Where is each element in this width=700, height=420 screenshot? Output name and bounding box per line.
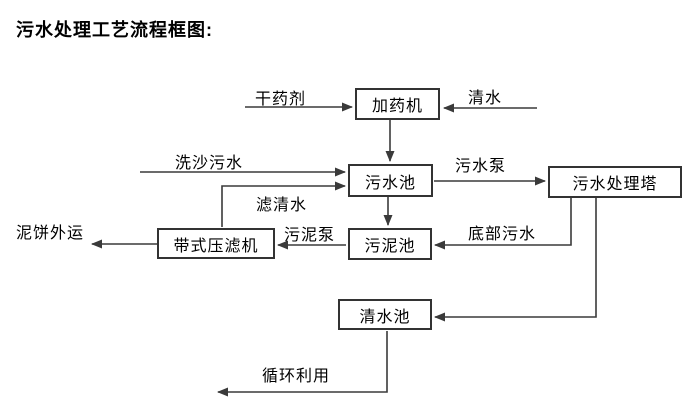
flow-label-sludge-pump: 污泥泵 bbox=[284, 227, 336, 244]
node-belt-filter-press: 带式压滤机 bbox=[157, 228, 275, 259]
node-treatment-tower: 污水处理塔 bbox=[548, 166, 682, 198]
connector-tower-to-clean-pool bbox=[434, 198, 597, 322]
flow-label-sand-wash-sewage: 洗沙污水 bbox=[175, 155, 244, 172]
page-title: 污水处理工艺流程框图: bbox=[16, 20, 213, 40]
node-sewage-pool: 污水池 bbox=[348, 164, 433, 197]
flow-label-sewage-pump: 污水泵 bbox=[455, 158, 507, 175]
flow-label-recycle: 循环利用 bbox=[262, 368, 331, 385]
node-dosing-machine: 加药机 bbox=[355, 88, 440, 120]
flow-label-bottom-sewage: 底部污水 bbox=[468, 226, 537, 243]
flow-label-clean-water: 清水 bbox=[468, 90, 503, 107]
node-sludge-pool: 污泥池 bbox=[348, 228, 432, 260]
flow-label-dry-chemical: 干药剂 bbox=[255, 91, 307, 108]
node-clean-water-pool: 清水池 bbox=[338, 299, 432, 330]
flow-label-filtered-water: 滤清水 bbox=[256, 197, 308, 214]
connector-recycle bbox=[217, 331, 388, 397]
flow-label-mud-cake-out: 泥饼外运 bbox=[16, 225, 85, 242]
connector-filtered-water bbox=[221, 181, 346, 227]
connector-bottom-sewage bbox=[434, 198, 572, 250]
